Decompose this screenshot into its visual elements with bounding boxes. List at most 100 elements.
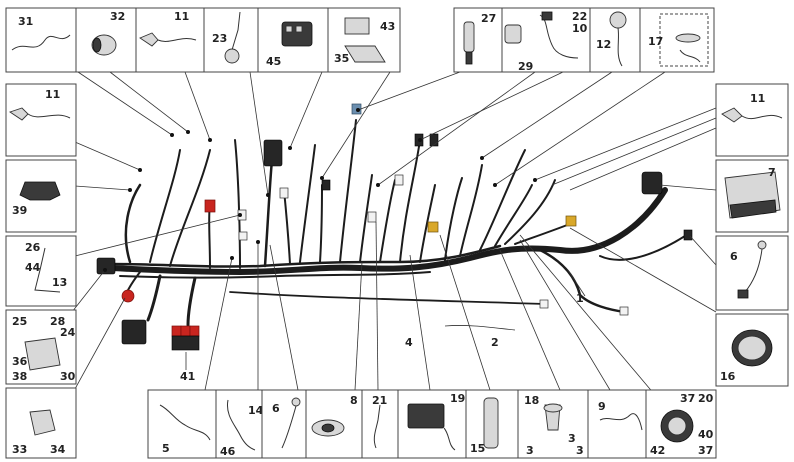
label-11-left: 11 [45,88,60,101]
label-31: 31 [18,15,33,28]
label-21: 21 [372,394,387,407]
label-41: 41 [180,370,195,383]
part-box-18-3: 18 3 3 3 [517,389,589,459]
connector-white-2 [279,187,289,199]
label-18: 18 [524,394,539,407]
label-16: 16 [720,370,736,383]
part-box-33-34: 33 34 [5,387,77,459]
part-box-19: 19 [397,389,467,459]
label-3-b: 3 [568,432,576,445]
part-box-12: 12 [589,7,641,73]
label-3-a: 3 [526,444,534,457]
connector-white-5 [238,231,248,241]
label-29: 29 [518,60,533,73]
label-25: 25 [12,315,27,328]
label-26: 26 [25,241,41,254]
label-38: 38 [12,370,27,383]
connector-red-round [121,289,135,303]
label-39: 39 [12,204,27,217]
label-24: 24 [60,326,76,339]
label-11-right: 11 [750,92,765,105]
label-34: 34 [50,443,66,456]
label-23: 23 [212,32,227,45]
connector-black-small-1 [321,179,331,191]
connector-red-1 [171,325,182,337]
part-box-25-28-24-36-38-30: 25 28 24 36 38 30 [5,309,77,385]
label-9: 9 [598,400,606,413]
part-box-32: 32 [75,7,137,73]
label-17: 17 [648,35,663,48]
label-42: 42 [650,444,665,457]
connector-red-top [204,199,216,213]
part-box-15: 15 [465,389,519,459]
label-8: 8 [350,394,358,407]
part-box-11-right: 11 [715,83,789,157]
connector-black-small-3 [429,133,439,147]
part-box-46-14: 46 14 [215,389,264,459]
connector-white-1 [394,174,404,186]
part-box-22-10-29: 22 10 29 [501,7,591,73]
connector-tall-black [263,139,283,167]
part-box-23: 23 [203,7,259,73]
label-27: 27 [481,12,496,25]
part-box-37-20-42-40: 37 20 42 40 37 [645,389,717,459]
label-4: 4 [405,336,413,349]
main-wiring-harness [109,119,686,331]
label-13: 13 [52,276,67,289]
label-40: 40 [698,428,714,441]
label-1: 1 [576,292,584,305]
connector-ecu-left [121,319,147,345]
part-box-45: 45 [257,7,329,73]
label-6-right: 6 [730,250,738,263]
part-box-26-44-13: 26 44 13 [5,235,77,307]
label-6-bottom: 6 [272,402,280,415]
label-15: 15 [470,442,485,455]
label-19: 19 [450,392,465,405]
harness-connectors [96,103,693,351]
label-43: 43 [380,20,395,33]
connector-black-under-red [171,335,200,351]
connector-white-end [539,299,549,309]
label-44: 44 [25,261,41,274]
part-box-17: 17 [639,7,715,73]
label-22: 22 [572,10,587,23]
label-28: 28 [50,315,65,328]
leader-lines [69,69,717,399]
free-labels: 1 2 4 41 [180,269,586,383]
label-11-top: 11 [174,10,189,23]
label-14: 14 [248,404,264,417]
connector-yellow-2 [565,215,577,227]
part-box-7: 7 [715,159,789,233]
part-box-6-bottom: 6 [261,389,307,459]
label-3-c: 3 [576,444,584,457]
part-box-6-right: 6 [715,235,789,311]
part-box-31: 31 [5,7,77,73]
part-box-35-43: 43 35 [327,7,401,73]
label-5: 5 [162,442,170,455]
part-box-5: 5 [147,389,217,459]
label-30: 30 [60,370,76,383]
label-20: 20 [698,392,714,405]
connector-dash [641,171,663,195]
part-box-9: 9 [587,389,647,459]
connector-red-3 [189,325,200,337]
label-36: 36 [12,355,28,368]
label-45: 45 [266,55,281,68]
part-box-21: 21 [361,389,399,459]
part-box-11-top: 11 [135,7,205,73]
label-35: 35 [334,52,349,65]
part-box-16: 16 [715,313,789,387]
part-box-39: 39 [5,159,77,233]
label-33: 33 [12,443,27,456]
part-box-8: 8 [305,389,363,459]
label-46: 46 [220,445,236,458]
label-2: 2 [491,336,499,349]
connector-white-end-2 [619,306,629,316]
connector-main-left [96,257,116,275]
label-32: 32 [110,10,125,23]
label-12: 12 [596,38,611,51]
connector-red-2 [180,325,191,337]
label-7: 7 [768,166,776,179]
part-box-11-left: 11 [5,83,77,157]
